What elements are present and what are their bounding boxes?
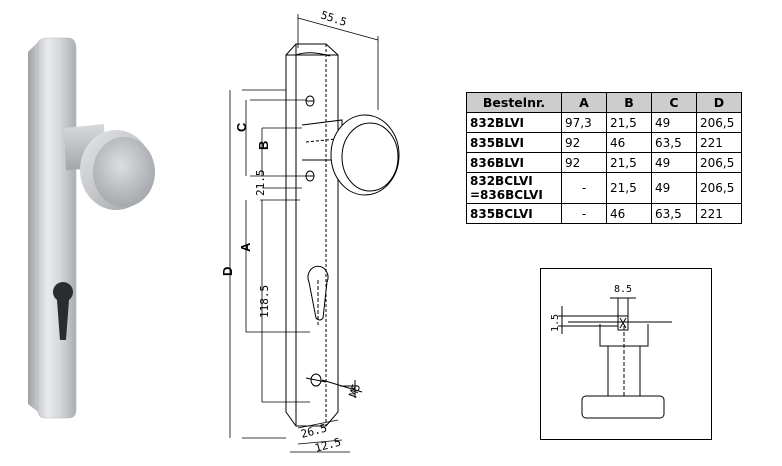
col-header-order-number: Bestelnr. <box>466 92 562 113</box>
table-row: 832BLVI 97,3 21,5 49 206,5 <box>466 112 742 133</box>
value-B: 21,5 <box>606 152 652 173</box>
value-D: 206,5 <box>696 152 742 173</box>
dim-depth: 26.5 <box>299 421 328 440</box>
order-number-alias: =836BCLVI <box>470 188 543 202</box>
value-C: 49 <box>651 112 697 133</box>
cylinder-hole <box>53 282 73 340</box>
technical-drawing: 55.5 C B 21.5 A D 118.5 M5 26.5 12.5 <box>220 8 400 455</box>
order-number-text: 835BCLVI <box>470 206 533 221</box>
dim-detail-offset: 1.5 <box>550 314 561 332</box>
value-A: 92 <box>561 132 607 153</box>
value-C: 49 <box>651 172 697 204</box>
col-header-A: A <box>561 92 607 113</box>
value-A: - <box>561 203 607 224</box>
dim-pitch-small: 21.5 <box>254 170 267 197</box>
dim-C-label: C <box>234 122 249 132</box>
value-D: 206,5 <box>696 112 742 133</box>
order-number-text: 832BLVI <box>470 115 524 130</box>
value-A: 92 <box>561 152 607 173</box>
col-header-C: C <box>651 92 697 113</box>
table-row: 835BLVI 92 46 63,5 221 <box>466 132 742 153</box>
table-row: 832BCLVI =836BCLVI - 21,5 49 206,5 <box>466 172 742 204</box>
value-D: 221 <box>696 132 742 153</box>
value-B: 46 <box>606 203 652 224</box>
col-header-D: D <box>696 92 742 113</box>
table-row: 835BCLVI - 46 63,5 221 <box>466 203 742 224</box>
order-number: 832BLVI <box>466 112 562 133</box>
value-D: 206,5 <box>696 172 742 204</box>
table-row: 836BLVI 92 21,5 49 206,5 <box>466 152 742 173</box>
order-number-text: 836BLVI <box>470 155 524 170</box>
product-photo <box>28 37 155 419</box>
dim-detail-width: 8.5 <box>614 284 632 295</box>
col-header-B: B <box>606 92 652 113</box>
order-number-text: 832BCLVI <box>470 174 533 188</box>
table-header-row: Bestelnr. A B C D <box>466 92 742 113</box>
value-C: 49 <box>651 152 697 173</box>
value-A: 97,3 <box>561 112 607 133</box>
order-number: 835BCLVI <box>466 203 562 224</box>
value-B: 21,5 <box>606 172 652 204</box>
dim-D-label: D <box>220 267 235 276</box>
dim-B-label: B <box>256 141 271 150</box>
value-C: 63,5 <box>651 132 697 153</box>
order-number: 835BLVI <box>466 132 562 153</box>
dim-A-label: A <box>238 242 253 252</box>
value-A: - <box>561 172 607 204</box>
knob-detail-drawing: 8.5 1.5 <box>540 268 712 440</box>
dim-width: 55.5 <box>319 8 348 29</box>
order-number: 832BCLVI =836BCLVI <box>466 172 562 204</box>
dim-cylinder-distance: 118.5 <box>258 285 271 318</box>
spec-table: Bestelnr. A B C D 832BLVI 97,3 21,5 49 2… <box>466 92 742 224</box>
order-number-text: 835BLVI <box>470 135 524 150</box>
order-number: 836BLVI <box>466 152 562 173</box>
dim-screw: M5 <box>347 382 364 399</box>
value-C: 63,5 <box>651 203 697 224</box>
value-D: 221 <box>696 203 742 224</box>
value-B: 21,5 <box>606 112 652 133</box>
value-B: 46 <box>606 132 652 153</box>
